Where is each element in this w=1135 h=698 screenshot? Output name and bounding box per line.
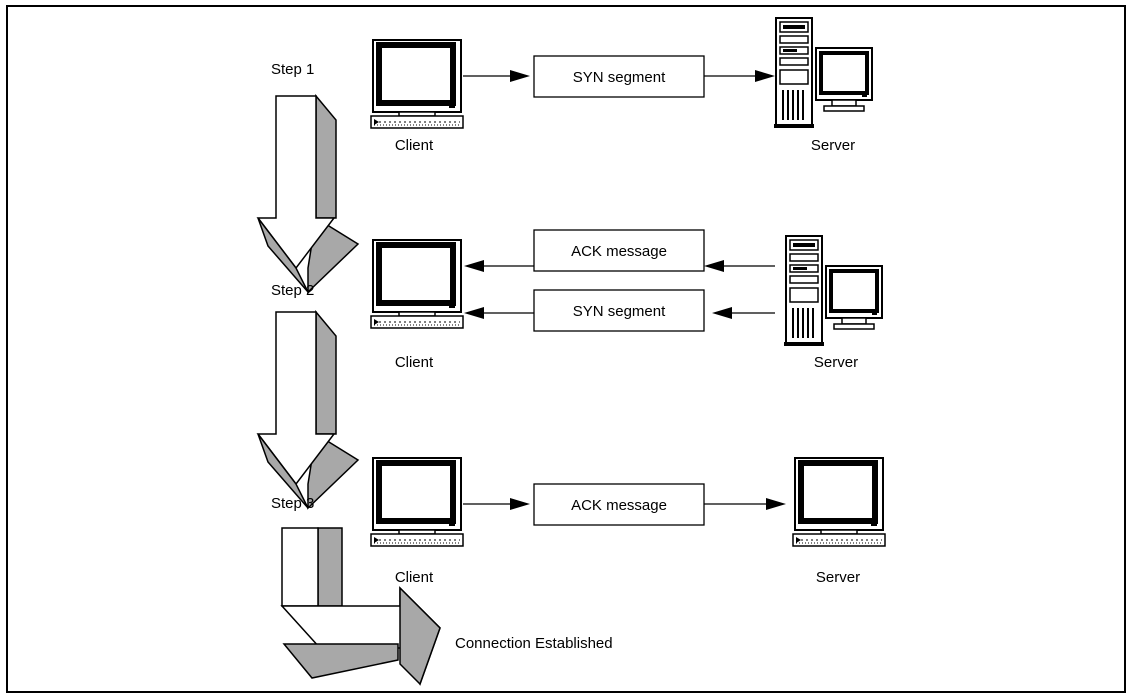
message-row1: SYN segment <box>573 69 666 86</box>
client-icon <box>371 240 463 328</box>
client-icon <box>371 40 463 128</box>
message-box-row1 <box>533 55 705 98</box>
message-row2-top: ACK message <box>571 243 667 260</box>
connection-established-label: Connection Established <box>455 635 613 652</box>
step2-label: Step 2 <box>271 282 314 299</box>
server-icon <box>772 16 874 130</box>
message-box-row2-top <box>533 229 705 272</box>
step3-label: Step 3 <box>271 495 314 512</box>
arrowhead-icon <box>704 260 724 272</box>
arrowhead-icon <box>464 307 484 319</box>
step1-arrow <box>257 95 359 293</box>
step2-arrow <box>257 311 359 509</box>
step3-arrow <box>280 527 441 686</box>
server-icon <box>782 234 884 348</box>
arrowhead-icon <box>510 498 530 510</box>
client-label-row2: Client <box>395 354 434 371</box>
message-row3: ACK message <box>571 497 667 514</box>
message-box-row3 <box>533 483 705 526</box>
server-desktop-icon <box>793 458 885 546</box>
arrowhead-icon <box>755 70 775 82</box>
arrowhead-icon <box>464 260 484 272</box>
server-label-row1: Server <box>811 137 855 154</box>
client-label-row3: Client <box>395 569 434 586</box>
arrowhead-icon <box>510 70 530 82</box>
server-label-row2: Server <box>814 354 858 371</box>
arrowhead-icon <box>712 307 732 319</box>
message-row2-bottom: SYN segment <box>573 303 666 320</box>
message-box-row2-bottom <box>533 289 705 332</box>
client-icon <box>371 458 463 546</box>
server-label-row3: Server <box>816 569 860 586</box>
step1-label: Step 1 <box>271 61 314 78</box>
diagram-frame <box>6 5 1126 693</box>
arrowhead-icon <box>766 498 786 510</box>
client-label-row1: Client <box>395 137 434 154</box>
